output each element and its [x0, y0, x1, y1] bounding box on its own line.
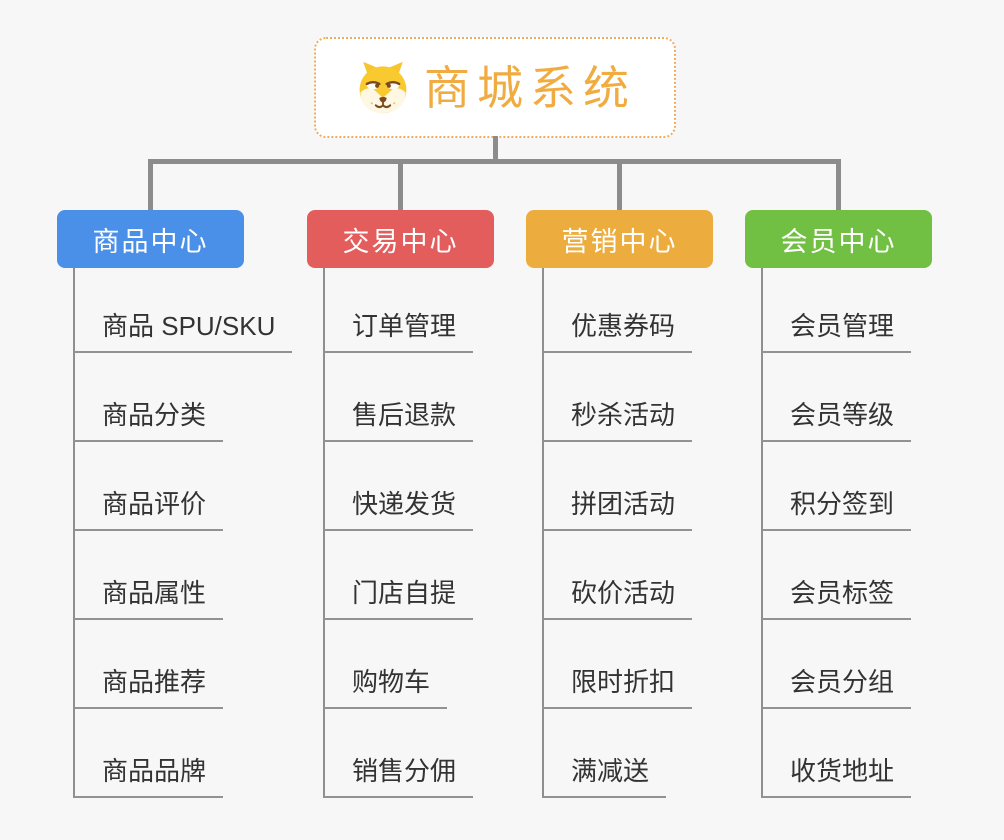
leaf-node[interactable]: 售后退款 — [323, 398, 474, 442]
root-title: 商城系统 — [424, 61, 636, 114]
branch-trunk-line — [761, 268, 763, 798]
connector-bus-line — [148, 159, 841, 164]
leaf-node[interactable]: 优惠券码 — [542, 309, 693, 353]
leaf-node[interactable]: 秒杀活动 — [542, 398, 693, 442]
leaf-node[interactable]: 会员标签 — [761, 576, 912, 620]
branch-node-marketing[interactable]: 营销中心 — [526, 210, 713, 268]
leaf-node[interactable]: 商品 SPU/SKU — [73, 309, 293, 353]
connector-drop-line — [617, 159, 622, 211]
leaf-node[interactable]: 会员管理 — [761, 309, 912, 353]
leaf-node[interactable]: 砍价活动 — [542, 576, 693, 620]
root-node[interactable]: 商城系统 — [314, 37, 676, 138]
leaf-node[interactable]: 积分签到 — [761, 487, 912, 531]
connector-drop-line — [836, 159, 841, 211]
leaf-node[interactable]: 商品属性 — [73, 576, 224, 620]
leaf-node[interactable]: 商品分类 — [73, 398, 224, 442]
branch-marketing-center: 营销中心 优惠券码 秒杀活动 拼团活动 砍价活动 限时折扣 满减送 — [526, 210, 776, 810]
leaf-node[interactable]: 订单管理 — [323, 309, 474, 353]
leaf-node[interactable]: 收货地址 — [761, 754, 912, 798]
connector-root-stem — [493, 136, 498, 162]
leaf-node[interactable]: 会员分组 — [761, 665, 912, 709]
branch-node-member[interactable]: 会员中心 — [745, 210, 932, 268]
connector-drop-line — [398, 159, 403, 211]
branch-node-trade[interactable]: 交易中心 — [307, 210, 494, 268]
leaf-node[interactable]: 购物车 — [323, 665, 448, 709]
branch-trade-center: 交易中心 订单管理 售后退款 快递发货 门店自提 购物车 销售分佣 — [307, 210, 557, 810]
branch-trunk-line — [323, 268, 325, 798]
leaf-node[interactable]: 商品推荐 — [73, 665, 224, 709]
branch-node-product[interactable]: 商品中心 — [57, 210, 244, 268]
leaf-node[interactable]: 满减送 — [542, 754, 667, 798]
branch-trunk-line — [73, 268, 75, 798]
leaf-node[interactable]: 销售分佣 — [323, 754, 474, 798]
leaf-node[interactable]: 限时折扣 — [542, 665, 693, 709]
leaf-node[interactable]: 快递发货 — [323, 487, 474, 531]
connector-drop-line — [148, 159, 153, 211]
branch-product-center: 商品中心 商品 SPU/SKU 商品分类 商品评价 商品属性 商品推荐 商品品牌 — [57, 210, 307, 810]
leaf-node[interactable]: 门店自提 — [323, 576, 474, 620]
leaf-node[interactable]: 商品评价 — [73, 487, 224, 531]
leaf-node[interactable]: 会员等级 — [761, 398, 912, 442]
leaf-node[interactable]: 商品品牌 — [73, 754, 224, 798]
branch-trunk-line — [542, 268, 544, 798]
branch-member-center: 会员中心 会员管理 会员等级 积分签到 会员标签 会员分组 收货地址 — [745, 210, 995, 810]
dog-face-icon — [354, 61, 412, 115]
leaf-node[interactable]: 拼团活动 — [542, 487, 693, 531]
